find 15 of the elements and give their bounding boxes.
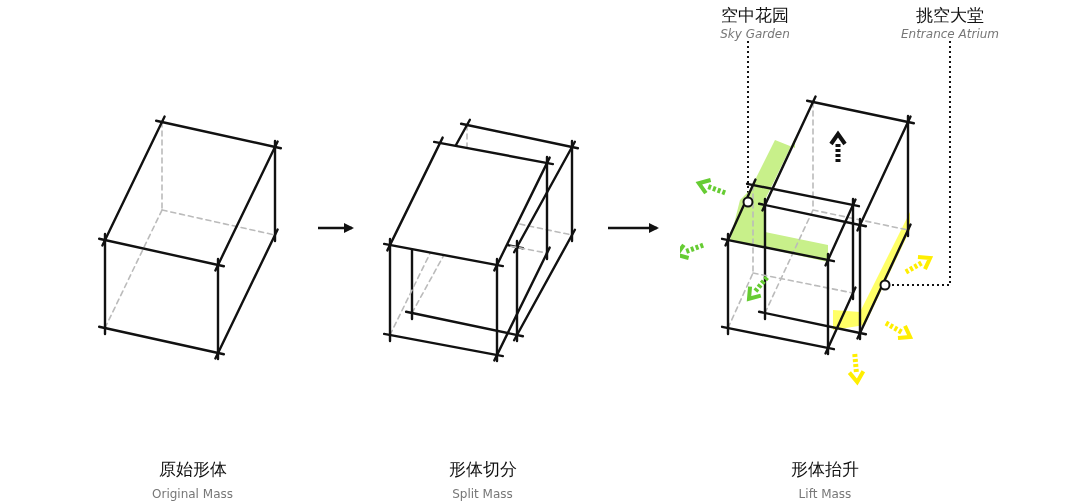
caption-title: 形体抬升 bbox=[790, 458, 860, 481]
caption-title: 原始形体 bbox=[157, 458, 228, 481]
arrow bbox=[318, 223, 354, 233]
arrow bbox=[608, 223, 659, 233]
caption-subtitle: Lift Mass bbox=[797, 487, 853, 501]
label-title: 挑空大堂 bbox=[916, 4, 984, 27]
marker-circle bbox=[879, 279, 891, 291]
label-subtitle: Sky Garden bbox=[720, 27, 790, 41]
leader-line bbox=[890, 40, 951, 286]
caption-subtitle: Original Mass bbox=[151, 487, 234, 501]
label-title: 空中花园 bbox=[721, 4, 789, 27]
caption-title: 形体切分 bbox=[447, 458, 518, 481]
marker-circle bbox=[742, 196, 754, 208]
label-subtitle: Entrance Atrium bbox=[900, 27, 1000, 41]
caption-subtitle: Split Mass bbox=[451, 487, 514, 501]
